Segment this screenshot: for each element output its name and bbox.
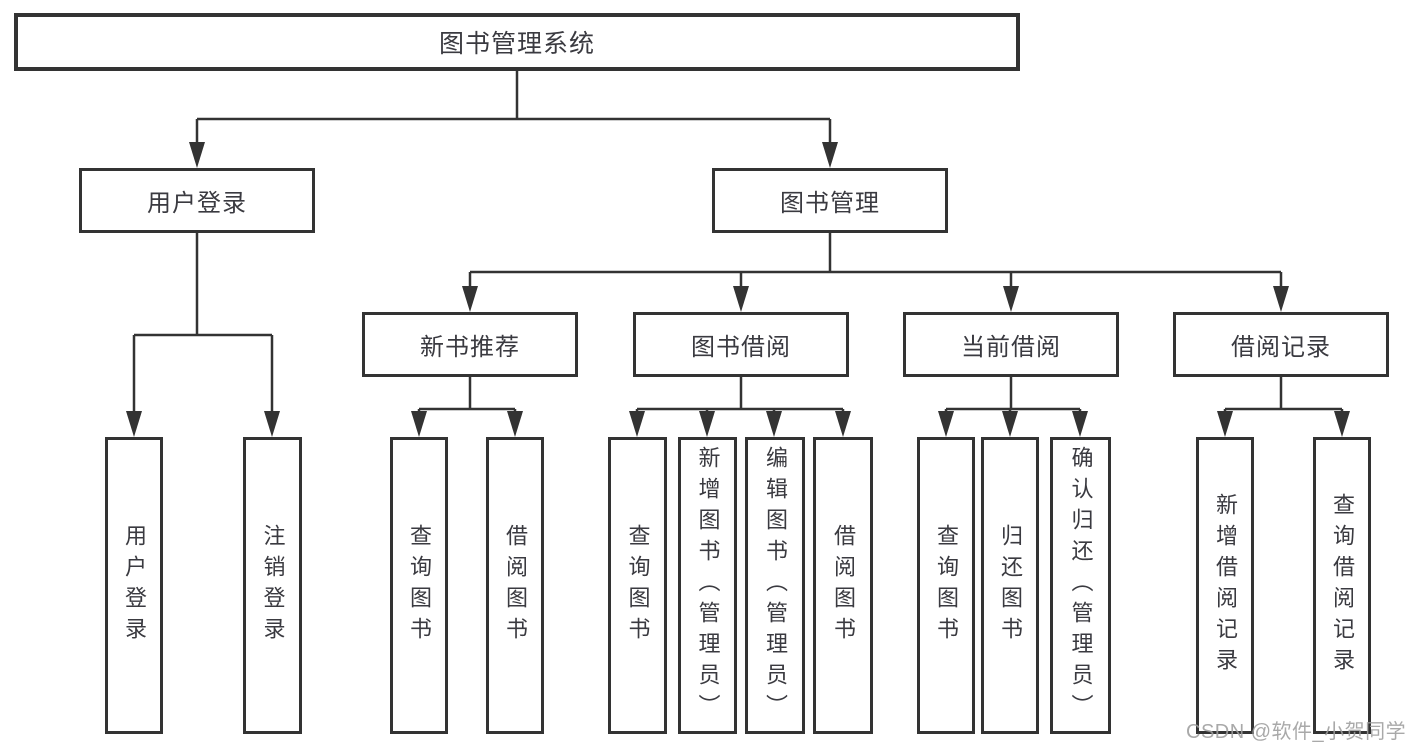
leaf-query-books-current: 查询图书 — [917, 437, 975, 734]
node-root-library-system: 图书管理系统 — [14, 13, 1020, 71]
node-book-management-branch: 图书管理 — [712, 168, 948, 233]
leaf-logout: 注销登录 — [243, 437, 302, 734]
leaf-edit-book-admin: 编辑图书（管理员） — [745, 437, 805, 734]
leaf-borrow-books: 借阅图书 — [813, 437, 873, 734]
leaf-borrow-books-recommend: 借阅图书 — [486, 437, 544, 734]
node-user-login-branch: 用户登录 — [79, 168, 315, 233]
watermark-text: CSDN @软件_小贺同学 — [1186, 721, 1405, 743]
node-current-borrow: 当前借阅 — [903, 312, 1119, 377]
leaf-query-borrow-record: 查询借阅记录 — [1313, 437, 1371, 734]
leaf-confirm-return-admin: 确认归还（管理员） — [1050, 437, 1111, 734]
node-book-borrow: 图书借阅 — [633, 312, 849, 377]
leaf-user-login: 用户登录 — [105, 437, 163, 734]
leaf-add-book-admin: 新增图书（管理员） — [678, 437, 737, 734]
leaf-query-books-recommend: 查询图书 — [390, 437, 448, 734]
leaf-add-borrow-record: 新增借阅记录 — [1196, 437, 1254, 734]
leaf-query-books-borrow: 查询图书 — [608, 437, 667, 734]
node-borrow-records: 借阅记录 — [1173, 312, 1389, 377]
leaf-return-book: 归还图书 — [981, 437, 1039, 734]
node-new-book-recommend: 新书推荐 — [362, 312, 578, 377]
